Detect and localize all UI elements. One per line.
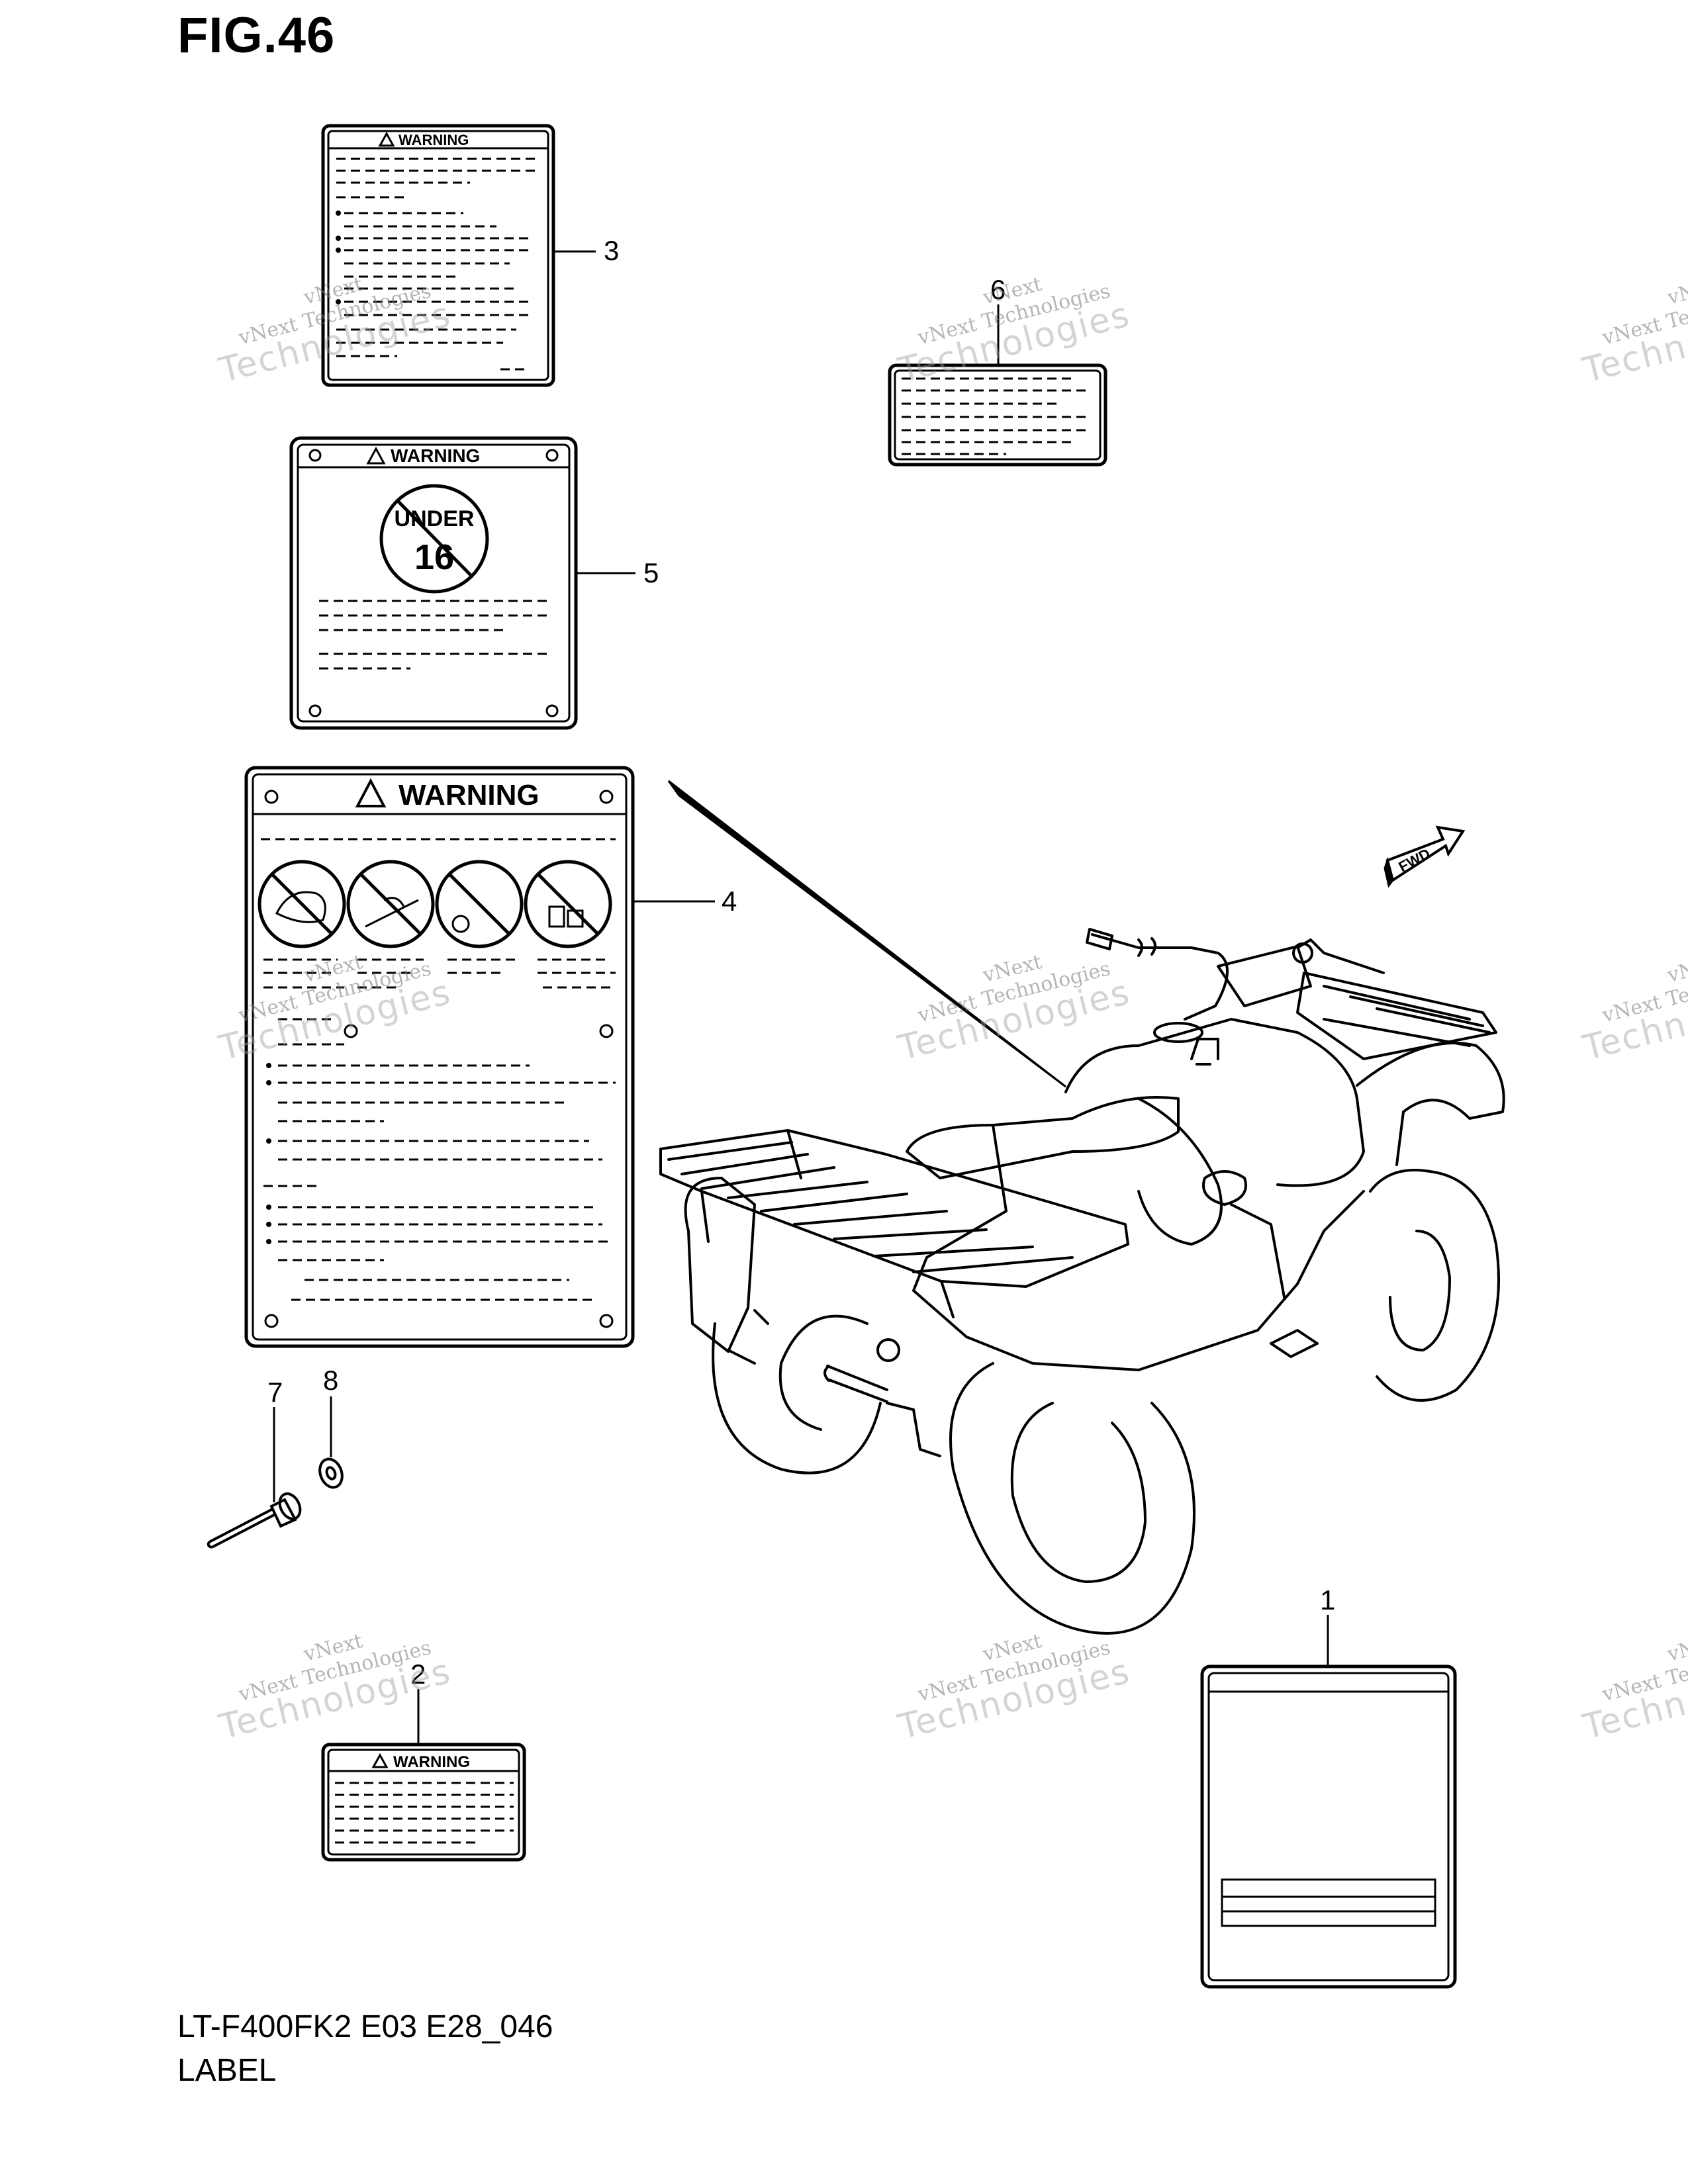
label-5-under-16-sticker: WARNING UNDER 16	[289, 436, 635, 730]
label-1-info-plate	[1200, 1615, 1457, 1989]
model-code: LT-F400FK2 E03 E28_046	[177, 2009, 553, 2044]
label-5-warning-text: WARNING	[391, 445, 480, 466]
callout-7: 7	[267, 1377, 283, 1408]
callout-1: 1	[1320, 1584, 1335, 1615]
under-16-number: 16	[414, 537, 454, 577]
label-2-text-lines	[335, 1782, 514, 1844]
label-6-text-lines	[902, 377, 1086, 455]
label-2-warning-sticker: WARNING	[321, 1689, 526, 1862]
figure-name: LABEL	[177, 2053, 277, 2088]
atv-illustration	[659, 928, 1505, 1635]
part-7-rivet	[207, 1407, 302, 1549]
label-3-warning-text: WARNING	[399, 132, 469, 148]
part-8-washer	[318, 1396, 344, 1489]
callout-6: 6	[990, 274, 1006, 305]
label-3-warning-sticker: WARNING	[321, 124, 596, 387]
callout-8: 8	[323, 1365, 338, 1396]
label-4-main-warning-sticker: WARNING	[244, 766, 715, 1348]
label-2-warning-text: WARNING	[393, 1753, 470, 1771]
figure-title: FIG.46	[177, 7, 336, 64]
callout-5: 5	[643, 557, 659, 588]
callout-2: 2	[410, 1659, 426, 1690]
fwd-arrow-icon: FWD	[1383, 825, 1466, 888]
warning-triangle-icon	[355, 778, 387, 807]
warning-triangle-icon	[366, 446, 386, 465]
callout-3: 3	[604, 235, 619, 266]
label-4-warning-text: WARNING	[399, 779, 539, 811]
label-6-sticker	[888, 304, 1107, 467]
label-3-text-lines	[336, 158, 535, 371]
under-16-circle-icon	[379, 484, 489, 594]
label-position-leader	[667, 780, 1066, 1088]
callout-4: 4	[722, 886, 737, 917]
warning-triangle-icon	[378, 131, 395, 147]
label-4-text-lines	[263, 958, 616, 1301]
label-5-text-lines	[319, 600, 549, 670]
warning-triangle-icon	[371, 1752, 389, 1768]
figure-footer: LT-F400FK2 E03 E28_046 LABEL	[177, 2005, 553, 2093]
prohibition-icons	[258, 860, 612, 948]
